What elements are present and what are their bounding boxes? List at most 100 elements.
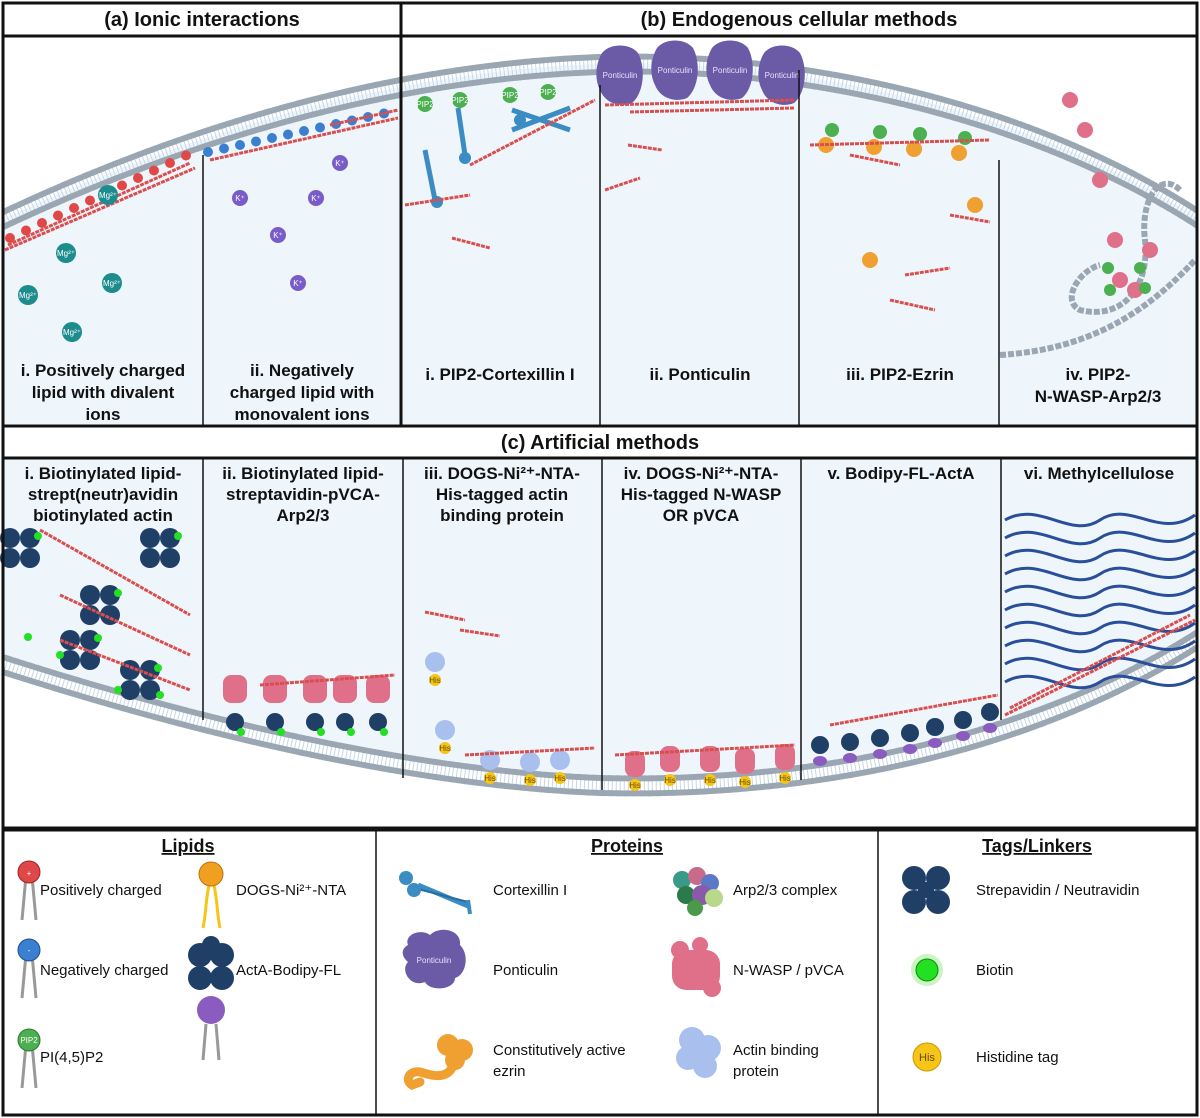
- mg-ion-label: Mg²⁺: [63, 328, 81, 337]
- nwasp-protein: [1142, 242, 1158, 258]
- actin-filament: [459, 628, 501, 638]
- actin-filament: [829, 693, 999, 727]
- pip2-lipid: [873, 125, 887, 139]
- actin-filament: [849, 153, 901, 167]
- acta-bodipy: [901, 724, 919, 742]
- cortexillin-rod: [422, 149, 438, 201]
- pip2-lipid: [540, 84, 556, 100]
- streptavidin: [100, 585, 120, 605]
- panel-c-ii-line1: ii. Biotinylated lipid-: [222, 464, 384, 483]
- streptavidin: [140, 548, 160, 568]
- panel-a-labels: i. Positively charged lipid with divalen…: [21, 361, 374, 424]
- pip2-lipid: [452, 92, 468, 108]
- streptavidin: [0, 528, 20, 548]
- k-ion: [290, 275, 306, 291]
- pip2-lipid: [1134, 262, 1146, 274]
- panel-c-ii-line3: Arp2/3: [277, 506, 330, 525]
- pip2-label: PIP2: [416, 100, 434, 109]
- panel-c-iii-line2: His-tagged actin: [436, 485, 568, 504]
- panel-b-iv-line1: iv. PIP2-: [1066, 365, 1131, 384]
- acta-bodipy: [981, 703, 999, 721]
- acta-bodipy-lipid: [873, 749, 887, 759]
- pip2-lipid: [1139, 282, 1151, 294]
- mg-ion: [18, 285, 38, 305]
- pip2-lipid: [1102, 262, 1114, 274]
- ponticulin-icon-text: Ponticulin: [417, 956, 452, 965]
- panel-c-i-line2: strept(neutr)avidin: [28, 485, 178, 504]
- nwasp-icon: [671, 937, 721, 997]
- legend-acta-label: ActA-Bodipy-FL: [236, 962, 341, 979]
- methylcellulose-strand: [1004, 530, 1196, 546]
- methylcellulose-strand: [1004, 566, 1196, 582]
- ponticulin-label: Ponticulin: [765, 71, 800, 80]
- k-ion-label: K⁺: [273, 231, 283, 240]
- pip2-label: PIP2: [451, 96, 469, 105]
- bottom-region: [4, 458, 1196, 797]
- acta-bodipy: [841, 733, 859, 751]
- streptavidin: [60, 650, 80, 670]
- positive-lipid: [53, 210, 63, 221]
- bottom-membrane-hatch: [4, 631, 1196, 793]
- mg-ion-label: Mg²⁺: [99, 191, 117, 200]
- legend-dogs-label: DOGS-Ni²⁺-NTA: [236, 882, 346, 899]
- panel-c-i-line1: i. Biotinylated lipid-: [25, 464, 182, 483]
- actin-filament: [4, 166, 196, 252]
- streptavidin: [160, 548, 180, 568]
- ezrin-protein: [967, 197, 983, 213]
- negative-lipid: [283, 129, 293, 140]
- pip2-lipid: [825, 123, 839, 137]
- his-tag: [429, 674, 441, 686]
- his-tag-label: His: [439, 744, 451, 753]
- negative-lipid: [251, 136, 261, 147]
- k-ion-label: K⁺: [235, 194, 245, 203]
- negative-lipid: [203, 147, 213, 157]
- methylcellulose-strand: [1004, 602, 1196, 618]
- panel-a-title: (a) Ionic interactions: [104, 9, 300, 31]
- his-tag-icon-text: His: [919, 1052, 935, 1064]
- his-tag: [704, 774, 716, 786]
- acta-bodipy: [811, 736, 829, 754]
- cortexillin-head: [459, 152, 471, 164]
- actin-filament: [1004, 618, 1196, 717]
- panel-c-iv-line1: iv. DOGS-Ni²⁺-NTA-: [624, 464, 779, 483]
- acta-bodipy: [871, 729, 889, 747]
- biotin: [114, 589, 122, 597]
- nwasp-protein: [1112, 272, 1128, 288]
- legend-cortexillin-label: Cortexillin I: [493, 882, 567, 899]
- legend-ezrin-label-1: Constitutively active: [493, 1042, 626, 1059]
- actin-filament: [209, 116, 399, 162]
- streptavidin: [160, 528, 180, 548]
- acta-lipid-icon: [188, 936, 234, 1061]
- nwasp-protein: [1092, 172, 1108, 188]
- panel-b-iii-label: iii. PIP2-Ezrin: [846, 365, 954, 384]
- streptavidin: [120, 680, 140, 700]
- actin-filament: [904, 266, 951, 277]
- legend-ponticulin-label: Ponticulin: [493, 962, 558, 979]
- actin-filament: [424, 610, 466, 622]
- pip2-lipid: [417, 96, 433, 112]
- mg-ion: [56, 243, 76, 263]
- streptavidin: [120, 660, 140, 680]
- his-tag-label: His: [629, 781, 641, 790]
- biotin: [56, 651, 64, 659]
- biotin: [317, 728, 325, 736]
- nwasp-protein: [1107, 232, 1123, 248]
- ponticulin-protein: [651, 40, 698, 100]
- legend-streptavidin-label: Strepavidin / Neutravidin: [976, 882, 1139, 899]
- his-tag-label: His: [429, 676, 441, 685]
- his-tag-label: His: [554, 774, 566, 783]
- acta-bodipy-lipid: [843, 753, 857, 763]
- panel-a-ii-line3: monovalent ions: [234, 405, 369, 424]
- his-tag-label: His: [704, 776, 716, 785]
- biotin: [156, 691, 164, 699]
- nwasp-protein: [660, 746, 680, 772]
- his-tag-label: His: [484, 774, 496, 783]
- panel-b-labels: i. PIP2-Cortexillin I ii. Ponticulin iii…: [425, 365, 1161, 406]
- positive-lipid-icon: +: [17, 860, 41, 921]
- mg-ion: [102, 273, 122, 293]
- actin-binding-protein: [435, 720, 455, 740]
- actin-filament: [7, 161, 191, 247]
- k-ion: [308, 190, 324, 206]
- actin-filament: [329, 108, 399, 127]
